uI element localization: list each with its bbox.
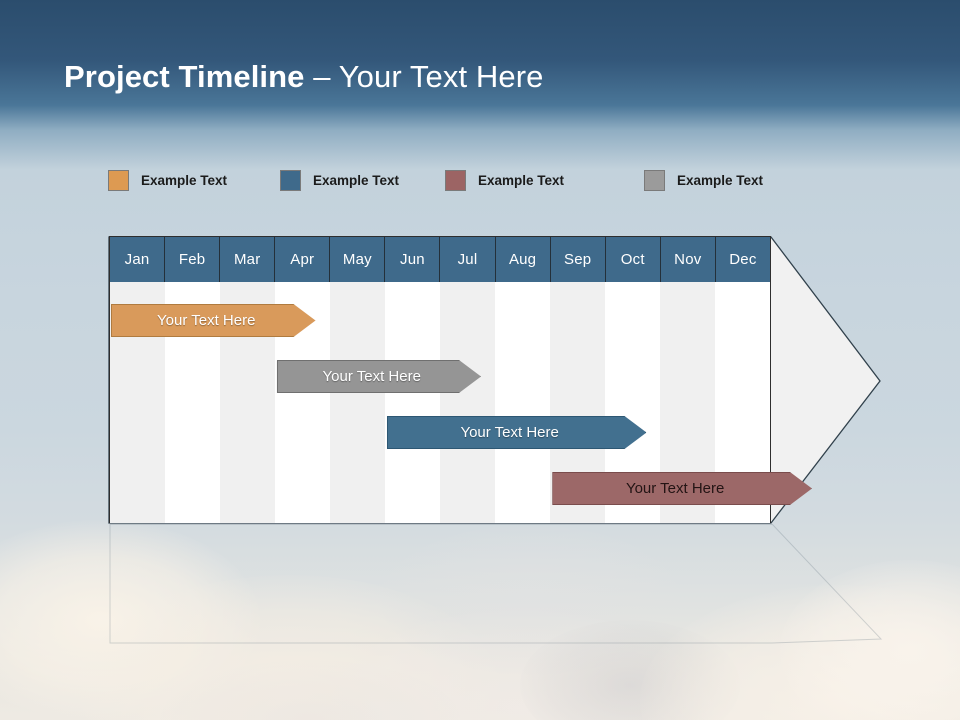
month-header-jul[interactable]: Jul	[440, 237, 496, 282]
timeline-bar-3[interactable]: Your Text Here	[387, 416, 647, 449]
legend-swatch-red	[445, 169, 466, 191]
title-light-part: Your Text Here	[338, 59, 544, 94]
timeline-bar-label: Your Text Here	[625, 480, 725, 497]
month-header-oct[interactable]: Oct	[606, 237, 661, 282]
legend-item-label: Example Text	[478, 172, 565, 188]
timeline-bar-4[interactable]: Your Text Here	[552, 472, 812, 505]
timeline-column-may	[330, 282, 385, 523]
cloud-decoration	[330, 610, 710, 720]
timeline-bar-label: Your Text Here	[460, 424, 559, 441]
month-header-aug[interactable]: Aug	[496, 237, 551, 282]
cloud-decoration	[780, 560, 960, 720]
month-header-sep[interactable]: Sep	[551, 237, 606, 282]
month-header-jun[interactable]: Jun	[385, 237, 441, 282]
legend-swatch-orange	[108, 169, 129, 191]
legend-item-label: Example Text	[677, 172, 764, 188]
legend-item-3[interactable]: Example Text	[445, 167, 564, 193]
cloud-decoration	[0, 520, 260, 720]
title-separator: –	[304, 59, 339, 94]
legend-swatch-blue	[280, 169, 301, 191]
cloud-decoration	[80, 575, 500, 720]
month-header-apr[interactable]: Apr	[275, 237, 331, 282]
timeline-bar-1[interactable]: Your Text Here	[111, 304, 316, 337]
cloud-decoration	[160, 660, 460, 720]
title-bold-part: Project Timeline	[64, 59, 305, 94]
legend-item-1[interactable]: Example Text	[108, 167, 227, 193]
timeline-bar-label: Your Text Here	[322, 368, 421, 385]
legend-item-4[interactable]: Example Text	[644, 167, 763, 193]
timeline-bar-label: Your Text Here	[157, 312, 256, 329]
legend: Example Text Example Text Example Text Exam…	[108, 167, 828, 195]
legend-swatch-gray	[644, 169, 665, 191]
legend-item-label: Example Text	[141, 172, 228, 188]
cloud-decoration	[380, 525, 680, 675]
timeline-column-jul	[440, 282, 495, 523]
legend-item-label: Example Text	[313, 172, 400, 188]
month-header-jan[interactable]: Jan	[110, 237, 166, 282]
month-header-mar[interactable]: Mar	[220, 237, 276, 282]
cloud-decoration	[640, 585, 960, 720]
month-header-nov[interactable]: Nov	[661, 237, 716, 282]
cloud-decoration	[520, 620, 740, 720]
timeline-column-aug	[495, 282, 550, 523]
timeline-bar-2[interactable]: Your Text Here	[277, 360, 482, 393]
timeline-column-jun	[385, 282, 440, 523]
timeline-reflection	[109, 524, 883, 644]
month-header-feb[interactable]: Feb	[165, 237, 221, 282]
month-header-may[interactable]: May	[330, 237, 386, 282]
legend-item-2[interactable]: Example Text	[280, 167, 399, 193]
month-header-dec[interactable]: Dec	[729, 251, 757, 268]
slide-title: Project Timeline – Your Text Here	[64, 59, 543, 95]
